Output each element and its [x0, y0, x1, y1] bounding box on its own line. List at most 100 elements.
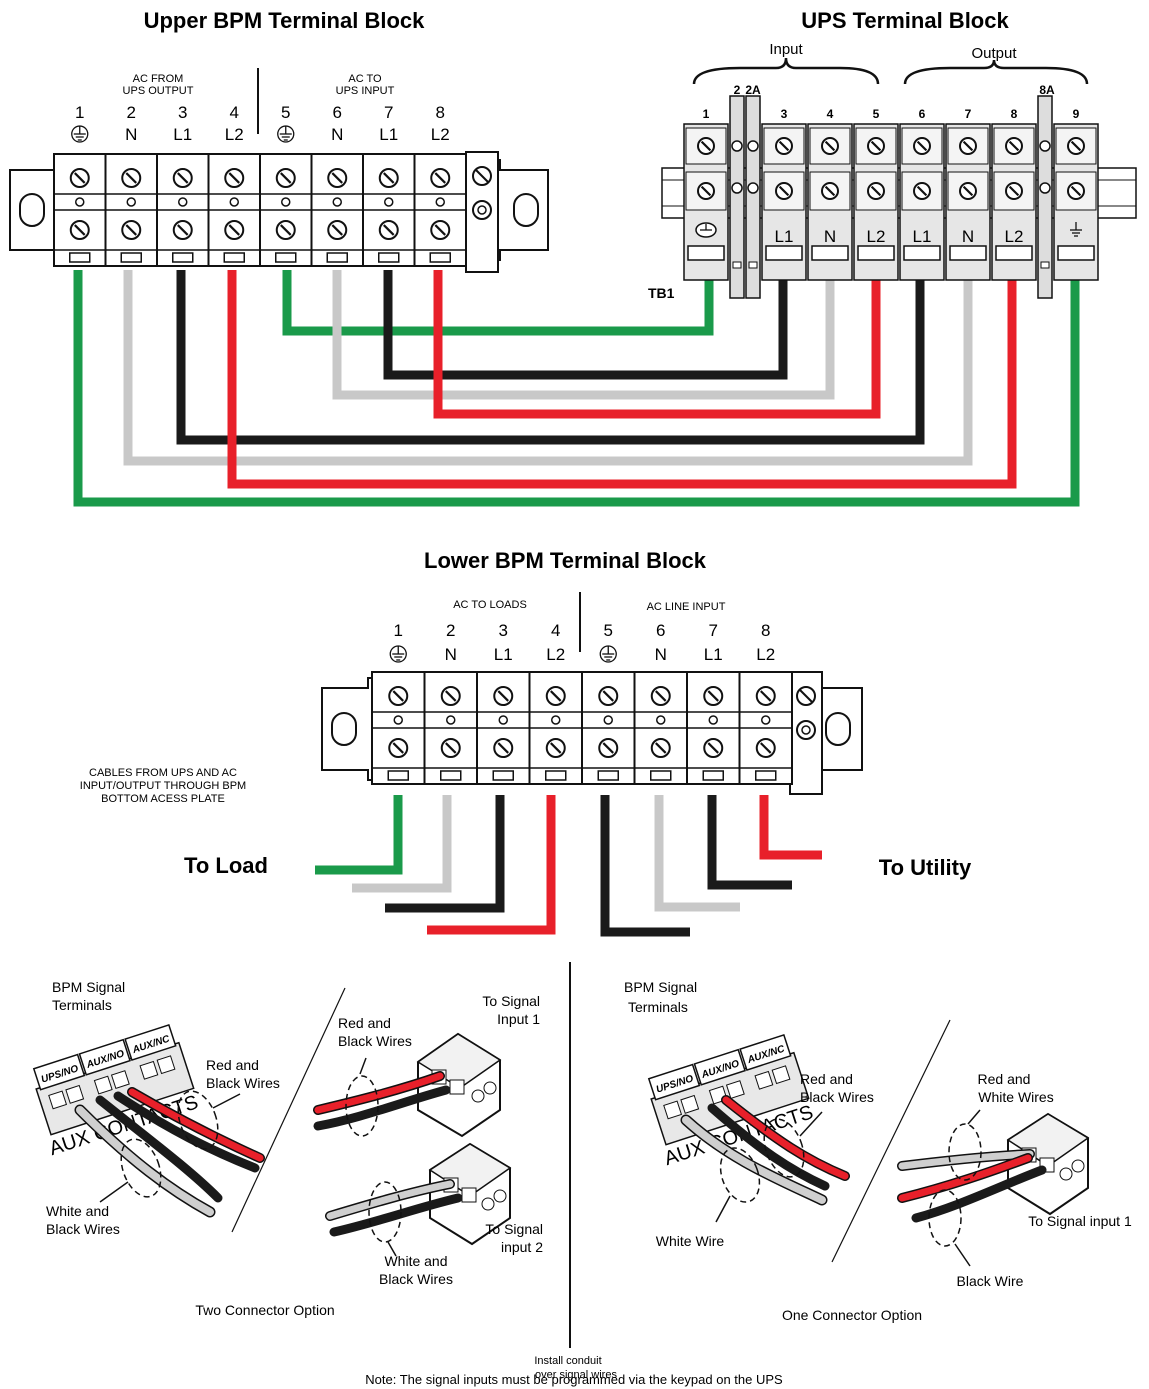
utility-wire-gray	[654, 795, 740, 912]
upper-terminal-1: 1	[53, 103, 107, 267]
upper-terminal-6: 6N	[310, 103, 364, 267]
ups-terminal-3: L13	[761, 107, 807, 281]
footer-note: Note: The signal inputs must be programm…	[365, 1372, 783, 1387]
lower-terminal-label: N	[445, 645, 457, 664]
signal-section: UPS/NO AUX/NO AUX/NC AUX CONTACTS BPM Si…	[32, 962, 1132, 1387]
upper-terminal-number: 1	[75, 103, 84, 122]
wire-black-inner	[383, 270, 788, 380]
load-wire-gray	[352, 795, 452, 893]
ups-terminal-label: N	[824, 227, 836, 246]
wire-red-inner	[433, 270, 881, 419]
lower-ground-icon	[389, 645, 407, 663]
left-red-black-line2: Black Wires	[206, 1075, 280, 1091]
ups-terminal-number: 2	[734, 83, 741, 97]
ups-terminal-number: 1	[703, 107, 710, 121]
lower-terminal-label: N	[655, 645, 667, 664]
wire-red-outer	[227, 270, 1017, 489]
upper-group-right-line2: UPS INPUT	[336, 85, 395, 97]
ups-terminal-label: L2	[1005, 227, 1024, 246]
right-red-white-line1: Red and	[978, 1071, 1031, 1087]
ups-terminal-1: 1	[683, 107, 729, 281]
upper-terminal-label: L2	[225, 125, 244, 144]
lower-terminal-8: 8L2	[738, 621, 793, 785]
wire-black-outer	[176, 270, 925, 445]
lower-terminal-label: L1	[704, 645, 723, 664]
conduit-line2: over signal wires	[535, 1369, 617, 1381]
ups-terminal-9: 9	[1053, 107, 1099, 281]
upper-terminal-number: 5	[281, 103, 290, 122]
upper-terminal-number: 2	[127, 103, 136, 122]
right-bpm-terminals-line2: Terminals	[628, 999, 688, 1015]
ups-terminal-8A: 8A	[1037, 83, 1055, 299]
ups-input-label: Input	[769, 41, 803, 58]
lower-terminal-3: 3L1	[476, 621, 531, 785]
lower-title: Lower BPM Terminal Block	[424, 548, 707, 573]
left-white-black2-line1: White and	[384, 1253, 447, 1269]
upper-terminal-label: N	[331, 125, 343, 144]
left-red-black2-line1: Red and	[338, 1015, 391, 1031]
ups-terminal-2: 2	[729, 83, 745, 299]
load-wire-black	[385, 795, 505, 913]
ups-terminal-8: L28	[991, 107, 1037, 281]
upper-terminal-5: 5	[259, 103, 313, 267]
ups-title: UPS Terminal Block	[801, 8, 1009, 33]
upper-terminal-number: 3	[178, 103, 187, 122]
to-load-label: To Load	[184, 853, 268, 878]
ups-ground-icon	[695, 222, 717, 238]
upper-group-left-line1: AC FROM	[133, 73, 184, 85]
utility-wire-black-ground	[600, 795, 690, 937]
lower-group-right: AC LINE INPUT	[647, 601, 726, 613]
upper-terminal-number: 4	[230, 103, 239, 122]
right-white-wire: White Wire	[656, 1233, 725, 1249]
upper-terminal-label: L2	[431, 125, 450, 144]
to-utility-label: To Utility	[879, 855, 972, 880]
left-white-black2-line2: Black Wires	[379, 1271, 453, 1287]
upper-terminal-2: 2N	[104, 103, 158, 267]
ups-terminal-label: N	[962, 227, 974, 246]
left-white-black-line2: Black Wires	[46, 1221, 120, 1237]
ups-terminal-number: 4	[827, 107, 834, 121]
upper-title: Upper BPM Terminal Block	[144, 8, 426, 33]
lower-terminal-5: 5	[581, 621, 636, 785]
ups-terminal-5: L25	[853, 107, 899, 281]
lower-group-left: AC TO LOADS	[453, 599, 527, 611]
lower-terminal-1: 1	[371, 621, 426, 785]
lower-terminal-label: L1	[494, 645, 513, 664]
ups-terminal-2A: 2A	[745, 83, 761, 299]
lower-terminal-number: 7	[709, 621, 718, 640]
right-red-black-line1: Red and	[800, 1071, 853, 1087]
right-to-signal-1: To Signal input 1	[1028, 1213, 1132, 1229]
upper-terminal-label: L1	[379, 125, 398, 144]
left-white-black-line1: White and	[46, 1203, 109, 1219]
ups-terminal-number: 8A	[1039, 83, 1055, 97]
lower-terminal-number: 8	[761, 621, 770, 640]
lower-wires	[315, 795, 822, 937]
utility-wire-red	[759, 795, 822, 860]
lower-ground-icon	[599, 645, 617, 663]
ups-terminal-label: L1	[913, 227, 932, 246]
cables-note-line1: CABLES FROM UPS AND AC	[89, 767, 237, 779]
upper-terminal-8: 8L2	[413, 103, 467, 267]
right-red-black-line2: Black Wires	[800, 1089, 874, 1105]
conduit-line1: Install conduit	[534, 1355, 601, 1367]
signal-connector-1	[416, 1032, 502, 1138]
ups-terminal-label: L2	[867, 227, 886, 246]
lower-terminal-number: 1	[394, 621, 403, 640]
two-connector-option: Two Connector Option	[195, 1302, 334, 1318]
upper-terminal-number: 8	[436, 103, 445, 122]
ups-earth-icon	[1070, 222, 1082, 237]
upper-ground-icon	[277, 125, 295, 143]
left-signal-wires	[74, 1087, 265, 1218]
left-bpm-terminals-line1: BPM Signal	[52, 979, 125, 995]
upper-ups-wires	[71, 270, 1082, 509]
load-wire-green	[315, 795, 403, 875]
right-red-white-line2: White Wires	[978, 1089, 1053, 1105]
ups-terminal-label: L1	[775, 227, 794, 246]
ups-terminal-number: 7	[965, 107, 972, 121]
utility-wire-black	[707, 795, 792, 890]
upper-terminal-number: 6	[333, 103, 342, 122]
ups-output-label: Output	[971, 45, 1017, 62]
left-bpm-terminals-line2: Terminals	[52, 997, 112, 1013]
